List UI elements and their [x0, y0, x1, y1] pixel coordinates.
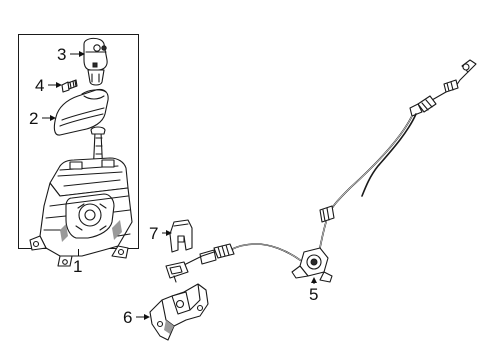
callout-2: 2 — [29, 109, 38, 128]
callout-3: 3 — [57, 45, 66, 64]
callout-6: 6 — [123, 308, 132, 327]
callout-1: 1 — [73, 257, 82, 276]
shift-knob — [83, 37, 108, 86]
callout-7: 7 — [149, 224, 158, 243]
callout-4: 4 — [35, 76, 44, 95]
bolt — [61, 79, 78, 93]
shifter-assembly — [29, 126, 133, 267]
cable-bracket — [149, 283, 209, 341]
cable-clip — [169, 219, 193, 253]
shift-cable — [165, 59, 477, 283]
callout-5: 5 — [309, 285, 318, 304]
callout-leaders — [42, 51, 317, 320]
shift-boot — [53, 88, 109, 136]
